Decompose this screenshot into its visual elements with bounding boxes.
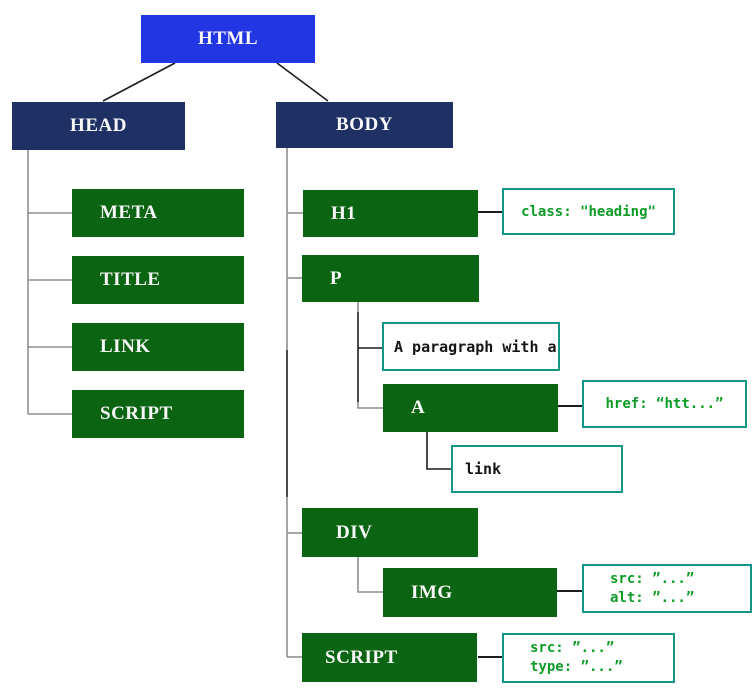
annotation-script-attributes: src: ”...” type: ”...” bbox=[502, 633, 675, 683]
h1-attribute-text: class: "heading" bbox=[521, 203, 656, 220]
annotation-a-attributes: href: “htt...” bbox=[582, 380, 747, 428]
node-div: DIV bbox=[302, 508, 478, 557]
node-a: A bbox=[383, 384, 558, 432]
node-p-label: P bbox=[330, 267, 343, 289]
node-body-label: BODY bbox=[336, 114, 393, 135]
textnode-a: link bbox=[451, 445, 623, 493]
annotation-img-attributes: src: ”...” alt: ”...” bbox=[582, 564, 752, 613]
img-attribute-src: src: ”...” bbox=[610, 570, 695, 587]
node-h1-label: H1 bbox=[331, 202, 357, 224]
node-title: TITLE bbox=[72, 256, 244, 304]
node-html: HTML bbox=[141, 15, 315, 63]
node-body: BODY bbox=[276, 102, 453, 148]
a-attribute-text: href: “htt...” bbox=[605, 396, 724, 412]
connector-p-a bbox=[357, 402, 383, 409]
node-title-label: TITLE bbox=[100, 269, 161, 290]
connector-a-textnode bbox=[426, 432, 451, 470]
script-attribute-type: type: ”...” bbox=[530, 659, 623, 675]
node-script-head-label: SCRIPT bbox=[100, 403, 173, 424]
node-head: HEAD bbox=[12, 102, 185, 150]
node-html-label: HTML bbox=[197, 28, 259, 49]
p-text-content: A paragraph with a bbox=[394, 337, 557, 356]
a-text-content: link bbox=[465, 460, 502, 478]
node-h1: H1 bbox=[303, 190, 478, 237]
textnode-p: A paragraph with a bbox=[382, 322, 560, 371]
connector-html-body bbox=[276, 62, 329, 102]
node-head-label: HEAD bbox=[70, 115, 127, 136]
node-p: P bbox=[302, 255, 479, 302]
img-attribute-alt: alt: ”...” bbox=[610, 589, 695, 606]
node-script-head: SCRIPT bbox=[72, 390, 244, 438]
annotation-h1-attributes: class: "heading" bbox=[502, 188, 675, 235]
node-script-body: SCRIPT bbox=[302, 633, 477, 682]
node-img: IMG bbox=[383, 568, 557, 617]
node-a-label: A bbox=[411, 397, 426, 418]
node-div-label: DIV bbox=[336, 521, 373, 543]
node-img-label: IMG bbox=[411, 581, 453, 603]
node-link-label: LINK bbox=[100, 336, 151, 357]
connector-div-img bbox=[357, 557, 383, 593]
script-attribute-src: src: ”...” bbox=[530, 640, 615, 656]
node-meta-label: META bbox=[100, 202, 158, 223]
node-link: LINK bbox=[72, 323, 244, 371]
node-script-body-label: SCRIPT bbox=[325, 646, 398, 668]
connector-html-head bbox=[102, 62, 176, 102]
node-meta: META bbox=[72, 189, 244, 237]
